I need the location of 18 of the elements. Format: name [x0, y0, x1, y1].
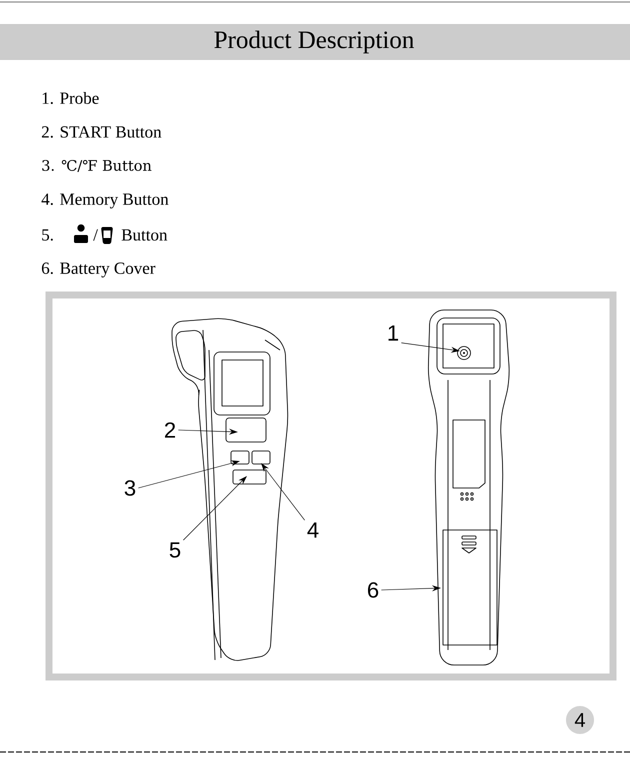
leader-line [183, 476, 247, 540]
list-item: 4. Memory Button [42, 194, 168, 208]
callout-number: 5 [170, 542, 180, 558]
list-item: 5. [42, 229, 53, 241]
callout-number: 1 [388, 325, 398, 341]
page-number: 4 [566, 706, 594, 734]
list-item: / [93, 229, 98, 241]
leader-line [261, 463, 305, 521]
title-band: Product Description [0, 24, 630, 60]
list-item: 6. Battery Cover [42, 262, 156, 278]
callout-number: 3 [124, 480, 136, 496]
list-item: 1. Probe [42, 92, 99, 104]
callout-number: 6 [368, 582, 378, 598]
list-item: 2. START Button [42, 126, 162, 138]
list-item: Button [122, 229, 168, 241]
callout-number: 4 [307, 522, 318, 538]
list-item: 3. ℃/℉ Button [42, 160, 152, 172]
callout-number: 2 [165, 422, 176, 438]
